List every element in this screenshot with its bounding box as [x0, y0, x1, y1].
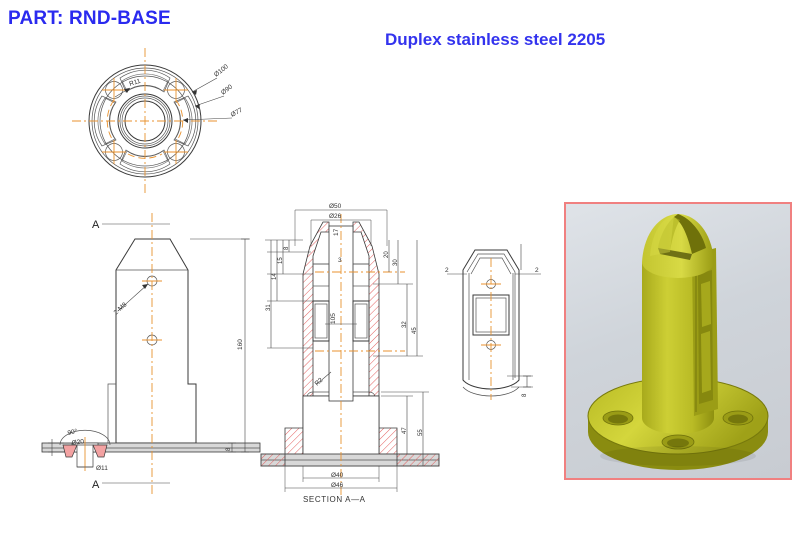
dim-d46: Ø46 [331, 482, 344, 489]
dim-30: 30 [393, 259, 399, 266]
isometric-model [587, 214, 769, 470]
front-view: A A 90° Ø20 [30, 205, 280, 505]
section-letter-top: A [92, 219, 100, 231]
side-view: 2 2 8 [445, 240, 565, 405]
dim-right-2: 2 [535, 267, 539, 274]
dim-csk-angle: 90° [67, 427, 79, 437]
dim-15: 15 [278, 257, 284, 264]
dim-left-2: 2 [445, 267, 449, 274]
isometric-render-panel[interactable] [564, 202, 792, 480]
dim-d26: Ø26 [329, 213, 342, 220]
top-view: R11 Ø100 Ø90 Ø77 [52, 48, 302, 198]
section-view: Ø50 Ø26 17 3 8 15 14 31 [255, 196, 445, 511]
dim-20: 20 [384, 251, 390, 258]
material-note: Duplex stainless steel 2205 [385, 30, 606, 49]
dim-d40: Ø40 [331, 472, 344, 479]
dim-d50: Ø50 [329, 203, 342, 210]
dim-14: 14 [272, 273, 278, 280]
dim-hole-dia: Ø11 [96, 465, 108, 472]
dim-47: 47 [402, 427, 408, 434]
dim-bottom-8: 8 [522, 393, 528, 397]
dim-55: 55 [418, 429, 424, 436]
section-letter-bottom: A [92, 479, 100, 491]
dim-105: 45 [412, 327, 418, 334]
dim-31: 31 [266, 304, 272, 311]
page-title: PART: RND-BASE [8, 8, 171, 29]
dim-32: 105 [330, 313, 337, 324]
dim-17: 17 [333, 228, 340, 236]
dim-r11: R11 [128, 78, 141, 88]
dim-height-160: 160 [237, 339, 244, 350]
dim-csk-dia: Ø20 [71, 438, 85, 447]
dim-plate-8: 8 [226, 447, 232, 451]
dim-8: 8 [284, 246, 290, 250]
dim-d90: Ø90 [220, 83, 234, 96]
dim-3: 3 [338, 257, 342, 264]
dim-d100: Ø100 [213, 63, 230, 79]
section-caption: SECTION A—A [303, 495, 366, 504]
dim-d77: Ø77 [230, 107, 244, 119]
dim-45: 32 [402, 321, 408, 328]
dim-r2: R2 [314, 376, 325, 387]
